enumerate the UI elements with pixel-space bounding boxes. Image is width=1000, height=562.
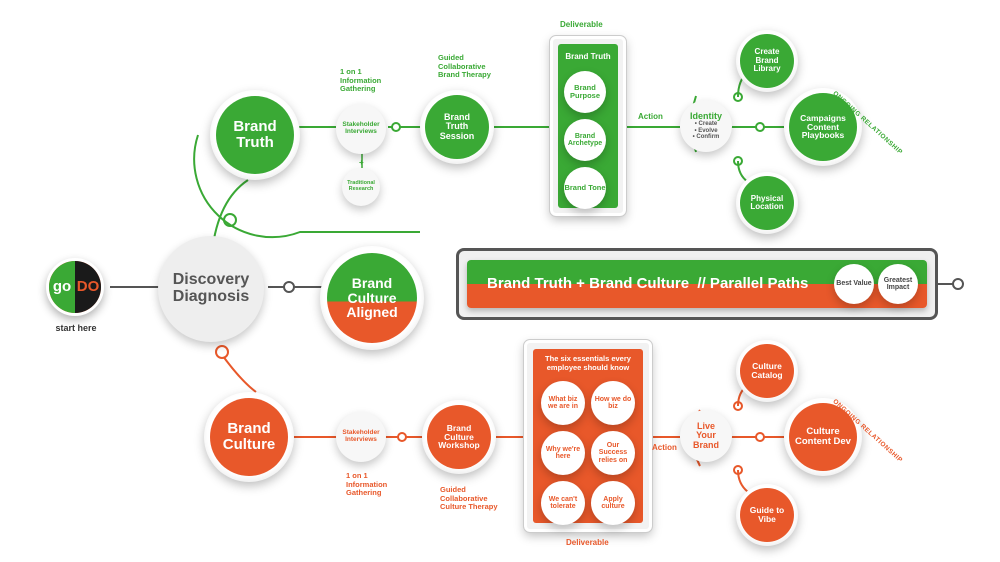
- truth-gathering-label: 1 on 1 Information Gathering: [340, 67, 382, 94]
- session-inner: Brand Truth Session: [425, 95, 489, 159]
- culture-gathering-label: 1 on 1 Information Gathering: [346, 471, 388, 498]
- six-essentials-panel[interactable]: The six essentials every employee should…: [523, 339, 653, 533]
- library-inner: Create Brand Library: [740, 34, 794, 88]
- best-value-badge: Best Value: [834, 264, 874, 304]
- discovery-diagnosis-node[interactable]: Discovery Diagnosis: [158, 236, 264, 342]
- go-do-badge[interactable]: go DO: [46, 258, 104, 316]
- culture-stakeholder-node[interactable]: Stakeholder Interviews: [336, 412, 386, 462]
- essential-item-1[interactable]: What biz we are in: [541, 381, 585, 425]
- essential-item-2[interactable]: How we do biz: [591, 381, 635, 425]
- culture-catalog-node[interactable]: Culture Catalog: [736, 340, 798, 402]
- do-text: DO: [75, 261, 101, 313]
- go-text: go: [49, 261, 75, 313]
- essential-item-5[interactable]: We can't tolerate: [541, 481, 585, 525]
- identity-node[interactable]: Identity • Create • Evolve • Confirm: [680, 100, 732, 152]
- truth-therapy-label: Guided Collaborative Brand Therapy: [438, 53, 491, 80]
- essential-item-3[interactable]: Why we're here: [541, 431, 585, 475]
- brand-culture-inner: Brand Culture: [210, 398, 288, 476]
- truth-action-label: Action: [638, 112, 663, 121]
- traditional-research-node[interactable]: Traditional Research: [342, 168, 380, 206]
- culture-action-label: Action: [652, 443, 677, 452]
- start-caption: start here: [55, 323, 97, 333]
- campaigns-inner: Campaigns Content Playbooks: [789, 93, 857, 161]
- live-your-brand-node[interactable]: Live Your Brand: [680, 410, 732, 462]
- brand-truth-panel[interactable]: Brand Truth Brand Purpose Brand Archetyp…: [549, 35, 627, 217]
- truth-panel-header: Brand Truth: [565, 52, 611, 61]
- workshop-inner: Brand Culture Workshop: [427, 405, 491, 469]
- physical-location-node[interactable]: Physical Location: [736, 172, 798, 234]
- campaigns-node[interactable]: Campaigns Content Playbooks: [784, 88, 862, 166]
- essential-item-6[interactable]: Apply culture: [591, 481, 635, 525]
- culture-content-inner: Culture Content Dev: [789, 403, 857, 471]
- truth-plus: +: [359, 158, 364, 167]
- brand-archetype-item[interactable]: Brand Archetype: [564, 119, 606, 161]
- culture-therapy-label: Guided Collaborative Culture Therapy: [440, 485, 498, 512]
- aligned-inner: Brand Culture Aligned: [327, 253, 417, 343]
- brand-culture-node[interactable]: Brand Culture: [204, 392, 294, 482]
- physical-inner: Physical Location: [740, 176, 794, 230]
- culture-content-node[interactable]: Culture Content Dev: [784, 398, 862, 476]
- brand-truth-inner: Brand Truth: [216, 96, 294, 174]
- create-brand-library-node[interactable]: Create Brand Library: [736, 30, 798, 92]
- banner-title: Brand Truth + Brand Culture // Parallel …: [487, 275, 809, 292]
- brand-truth-session-node[interactable]: Brand Truth Session: [420, 90, 494, 164]
- essentials-panel-header: The six essentials every employee should…: [545, 354, 631, 372]
- vibe-inner: Guide to Vibe: [740, 488, 794, 542]
- essential-item-4[interactable]: Our Success relies on: [591, 431, 635, 475]
- brand-purpose-item[interactable]: Brand Purpose: [564, 71, 606, 113]
- culture-deliverable-label: Deliverable: [566, 538, 609, 547]
- brand-tone-item[interactable]: Brand Tone: [564, 167, 606, 209]
- brand-culture-aligned-node[interactable]: Brand Culture Aligned: [320, 246, 424, 350]
- truth-stakeholder-node[interactable]: Stakeholder Interviews: [336, 104, 386, 154]
- truth-deliverable-label: Deliverable: [560, 20, 603, 29]
- guide-to-vibe-node[interactable]: Guide to Vibe: [736, 484, 798, 546]
- parallel-paths-banner[interactable]: Brand Truth + Brand Culture // Parallel …: [456, 248, 938, 320]
- brand-culture-workshop-node[interactable]: Brand Culture Workshop: [422, 400, 496, 474]
- greatest-impact-badge: Greatest Impact: [878, 264, 918, 304]
- catalog-inner: Culture Catalog: [740, 344, 794, 398]
- brand-truth-node[interactable]: Brand Truth: [210, 90, 300, 180]
